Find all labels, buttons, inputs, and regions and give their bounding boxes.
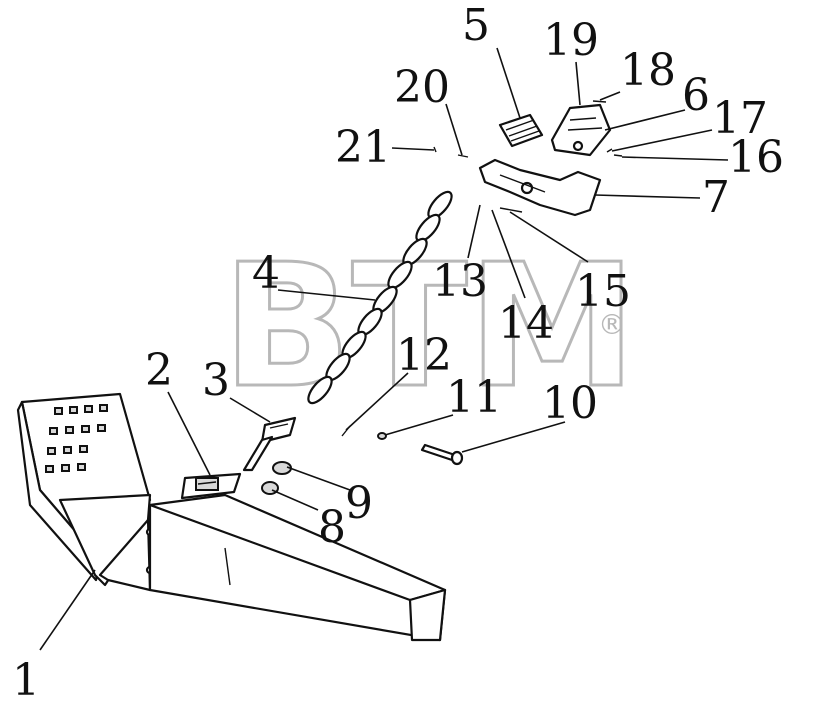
watermark: BTM ® — [221, 227, 639, 428]
watermark-registered-mark: ® — [598, 308, 626, 341]
part-5-pad-block — [498, 113, 544, 148]
callout-8: 8 — [318, 502, 346, 553]
callout-18: 18 — [620, 45, 676, 96]
callout-10: 10 — [542, 378, 598, 429]
part-2-hinge-plate — [180, 472, 242, 500]
callout-20: 20 — [394, 62, 450, 113]
callout-7: 7 — [702, 172, 730, 223]
callout-14: 14 — [498, 298, 554, 349]
callout-1: 1 — [12, 655, 40, 706]
callout-2: 2 — [145, 345, 173, 396]
part-6-bracket — [550, 103, 612, 157]
part-17-pin — [606, 148, 613, 153]
callout-15: 15 — [575, 266, 631, 317]
part-16-pin — [613, 154, 623, 157]
callout-16: 16 — [728, 132, 784, 183]
callout-13: 13 — [432, 256, 488, 307]
part-3-pin-strap — [242, 416, 297, 472]
part-14-pin — [499, 207, 523, 213]
part-21-pin — [433, 146, 437, 153]
part-1-frame — [16, 392, 447, 642]
frame-beam-end — [408, 588, 447, 642]
callout-12: 12 — [396, 330, 452, 381]
part-7-latch-arm — [478, 158, 602, 217]
part-20-pin — [457, 154, 469, 158]
watermark-text: BTM — [222, 228, 637, 426]
part-11-nut — [377, 432, 387, 440]
part-10-bolt — [420, 443, 464, 466]
callout-11: 11 — [446, 372, 502, 423]
step-plate-holes — [45, 404, 108, 473]
callout-labels: 1 2 3 4 5 6 7 8 9 10 11 12 13 14 15 16 1… — [12, 0, 784, 706]
callout-6: 6 — [682, 70, 710, 121]
callout-21: 21 — [335, 122, 391, 173]
callout-19: 19 — [543, 15, 599, 66]
callout-4: 4 — [252, 248, 280, 299]
part-4-chain — [307, 190, 453, 405]
callout-17: 17 — [712, 93, 768, 144]
leader-lines — [39, 47, 729, 651]
callout-3: 3 — [202, 355, 230, 406]
callout-5: 5 — [462, 0, 490, 51]
callout-9: 9 — [345, 478, 373, 529]
part-18-pin — [592, 100, 607, 103]
